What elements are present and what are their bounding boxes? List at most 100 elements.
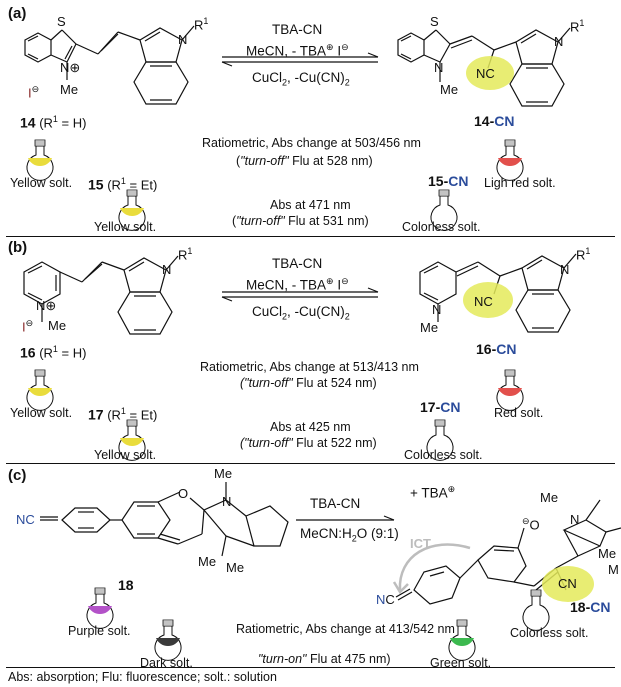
atom-s-a: S	[57, 14, 66, 29]
solution-colorless-15cn: Colorless solt.	[402, 220, 481, 234]
flask-red-16cn	[496, 369, 524, 411]
panel-c-note2: "turn-on" Flu at 475 nm)	[258, 652, 391, 666]
solution-yellow-15: Yellow solt.	[94, 220, 157, 234]
reagent-a-bottom: CuCl2, -Cu(CN)2	[252, 70, 350, 88]
panel-a-note3: Abs at 471 nm	[270, 198, 351, 212]
reagent-c-top: TBA-CN	[310, 496, 361, 511]
panel-b-note2: ("turn-off" Flu at 524 nm)	[240, 376, 377, 390]
r1-a-product: R1	[570, 18, 585, 35]
panel-b-note3: Abs at 425 nm	[270, 420, 351, 434]
flask-yellow-15	[118, 189, 146, 231]
flask-dark-18	[154, 619, 182, 661]
separator-footer	[6, 667, 615, 668]
product-17cn-label: 17-CN	[420, 399, 461, 415]
panel-a-label: (a)	[8, 5, 27, 22]
r1-b-product: R1	[576, 246, 591, 263]
panel-b-reactant	[23, 255, 179, 335]
panel-a-product	[397, 27, 571, 107]
reagent-a-top: TBA-CN	[272, 22, 323, 37]
flask-yellow-14	[26, 139, 54, 181]
atom-n-c: N	[222, 494, 232, 509]
flask-red-14cn	[496, 139, 524, 181]
reagent-b-mid: MeCN, - TBA⊕ I⊖	[246, 276, 349, 293]
separator-ab	[6, 236, 615, 237]
atom-me-a: Me	[60, 82, 79, 97]
atom-n-a-product: N	[434, 60, 444, 75]
panel-a-note2: ("turn-off" Flu at 528 nm)	[236, 154, 373, 168]
panel-c-reaction-arrow	[296, 515, 395, 521]
panel-c-cn-highlight	[542, 566, 594, 602]
compound-18-label: 18	[118, 577, 134, 593]
product-15cn-label: 15-CN	[428, 173, 469, 189]
atom-s-a-product: S	[430, 14, 439, 29]
byproduct-tba: + TBA⊕	[410, 484, 456, 501]
atom-me-b: Me	[48, 318, 67, 333]
reagent-c-bottom: MeCN:H2O (9:1)	[300, 526, 399, 544]
solution-green-18cn: Green solt.	[430, 656, 492, 670]
atom-me-n-c-product: Me	[540, 490, 559, 505]
product-14cn-label: 14-CN	[474, 113, 515, 129]
atom-o-minus-c: ⊖O	[522, 516, 540, 533]
ict-arrowhead	[392, 581, 409, 595]
panel-b-note4: ("turn-off" Flu at 522 nm)	[240, 436, 377, 450]
nc-c-reactant: NC	[16, 512, 35, 527]
compound-15-label: 15 (R1 = Et)	[88, 176, 158, 193]
atom-n-indole-b: N	[162, 262, 172, 277]
flask-purple-18	[86, 587, 114, 629]
panel-b-label: (b)	[8, 239, 28, 256]
panel-b-equilibrium-arrows	[221, 287, 379, 302]
panel-b-cn-highlight	[463, 282, 513, 318]
reagent-b-bottom: CuCl2, -Cu(CN)2	[252, 304, 350, 322]
flask-yellow-16	[26, 369, 54, 411]
panel-a-note1: Ratiometric, Abs change at 503/456 nm	[202, 136, 421, 150]
solution-yellow-16: Yellow solt.	[10, 406, 73, 420]
me-trunc-2: M	[608, 562, 619, 577]
panel-c-reactant	[40, 482, 289, 557]
solution-yellow-14: Yellow solt.	[10, 176, 73, 190]
atom-me-b-product: Me	[420, 320, 439, 335]
atom-n-indole-a: N	[178, 32, 188, 47]
atom-me-c1: Me	[198, 554, 217, 569]
solution-colorless-17cn: Colorless solt.	[404, 448, 483, 462]
compound-16-label: 16 (R1 = H)	[20, 344, 87, 361]
flask-yellow-17	[118, 419, 146, 461]
compound-14-label: 14 (R1 = H)	[20, 114, 87, 131]
ict-label: ICT	[410, 536, 431, 551]
footer-legend: Abs: absorption; Flu: fluorescence; solt…	[8, 670, 277, 684]
compound-17-label: 17 (R1 = Et)	[88, 406, 158, 423]
atom-o-c: O	[178, 486, 189, 501]
nc-c-product: NC	[376, 592, 395, 607]
solution-colorless-18cn: Colorless solt.	[510, 626, 589, 640]
solution-red-14cn: Ligh red solt.	[484, 176, 556, 190]
reagent-a-mid: MeCN, - TBA⊕ I⊖	[246, 42, 349, 59]
reagent-b-top: TBA-CN	[272, 256, 323, 271]
r1-a: R1	[194, 16, 209, 33]
flask-green-18cn	[448, 619, 476, 661]
panel-a-cn-highlight	[466, 56, 514, 90]
atom-me-a-product: Me	[440, 82, 459, 97]
atom-n-b-product: N	[432, 302, 442, 317]
atom-me-c2: Me	[226, 560, 245, 575]
panel-a-reactant	[24, 25, 195, 105]
panel-a-note4: ("turn-off" Flu at 531 nm)	[232, 214, 369, 228]
separator-bc	[6, 463, 615, 464]
solution-dark-18: Dark solt.	[140, 656, 193, 670]
ict-arrow	[398, 543, 471, 591]
counterion-i-b: I⊖	[22, 318, 34, 335]
atom-n-indole-b-product: N	[560, 262, 570, 277]
atom-me-n-c: Me	[214, 466, 233, 481]
panel-a-equilibrium-arrows	[221, 52, 379, 67]
solution-purple-18: Purple solt.	[68, 624, 131, 638]
cn-c-product: CN	[558, 576, 577, 591]
atom-n-c-product: N	[570, 512, 580, 527]
panel-c-note1: Ratiometric, Abs change at 413/542 nm	[236, 622, 455, 636]
panel-c-label: (c)	[8, 467, 27, 484]
me-trunc-1: Me	[598, 546, 617, 561]
product-16cn-label: 16-CN	[476, 341, 517, 357]
atom-n-plus-b: N⊕	[36, 298, 57, 313]
nc-b-product: NC	[474, 294, 493, 309]
atom-n-plus-a: N⊕	[60, 60, 81, 75]
solution-red-16cn: Red solt.	[494, 406, 544, 420]
